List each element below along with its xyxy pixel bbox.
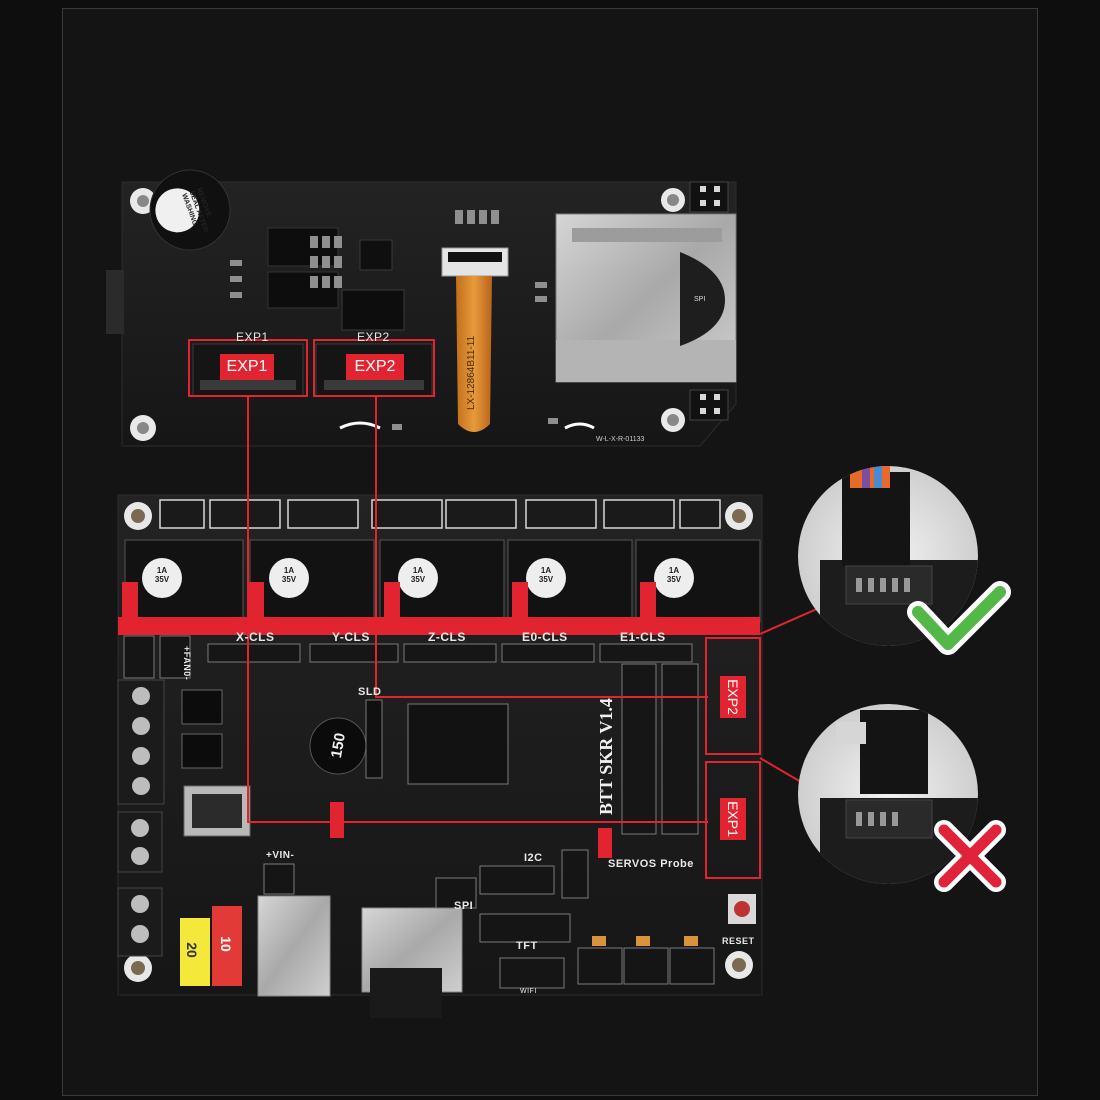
- cross-icon: [934, 820, 1006, 892]
- axis-label-x: X-CLS: [236, 630, 275, 644]
- board-model-label: BTT SKR V1.4: [595, 698, 616, 815]
- fan0-label: +FAN0-: [182, 646, 192, 681]
- cap-label: 1A 35V: [538, 566, 554, 584]
- cap-label: 1A 35V: [281, 566, 297, 584]
- sld-label: SLD: [358, 686, 382, 698]
- lcd-exp1-tag: EXP1: [220, 354, 274, 380]
- spi-label: SPI: [454, 900, 474, 912]
- i2c-label: I2C: [524, 852, 543, 864]
- lcd-code-text: W-L-X-R-01133: [596, 436, 645, 443]
- cap-label: 1A 35V: [410, 566, 426, 584]
- axis-label-e1: E1-CLS: [620, 630, 666, 644]
- main-board: [117, 494, 763, 1018]
- vin-label: +VIN-: [266, 850, 295, 861]
- callout-wrong: [798, 704, 978, 884]
- cap-label: 1A 35V: [666, 566, 682, 584]
- main-exp2-box: [705, 637, 761, 755]
- tft-label: TFT: [516, 940, 538, 952]
- servos-probe-label: SERVOS Probe: [608, 858, 694, 870]
- lcd-exp2-tag: EXP2: [346, 354, 404, 380]
- fuse-10-label: 10: [217, 936, 234, 952]
- cap-label: 1A 35V: [154, 566, 170, 584]
- main-exp1-tag: EXP1: [720, 798, 746, 840]
- wifi-label: WIFI: [520, 988, 537, 995]
- lcd-exp1-silk: EXP1: [236, 330, 269, 344]
- lcd-exp2-silk: EXP2: [357, 330, 390, 344]
- callout-correct: [798, 466, 978, 646]
- fuse-20-label: 20: [183, 942, 200, 958]
- axis-label-z: Z-CLS: [428, 630, 466, 644]
- flex-cable-text: LX-12864B11-11: [466, 335, 477, 410]
- main-exp1-box: [705, 761, 761, 879]
- main-exp2-tag: EXP2: [720, 676, 746, 718]
- reset-label: RESET: [722, 936, 755, 946]
- exp2-highlight-box: [313, 339, 435, 397]
- axis-label-e0: E0-CLS: [522, 630, 568, 644]
- lcd-board: [106, 169, 737, 447]
- sd-label: SPI: [694, 296, 706, 303]
- check-icon: [912, 586, 1006, 650]
- axis-label-y: Y-CLS: [332, 630, 370, 644]
